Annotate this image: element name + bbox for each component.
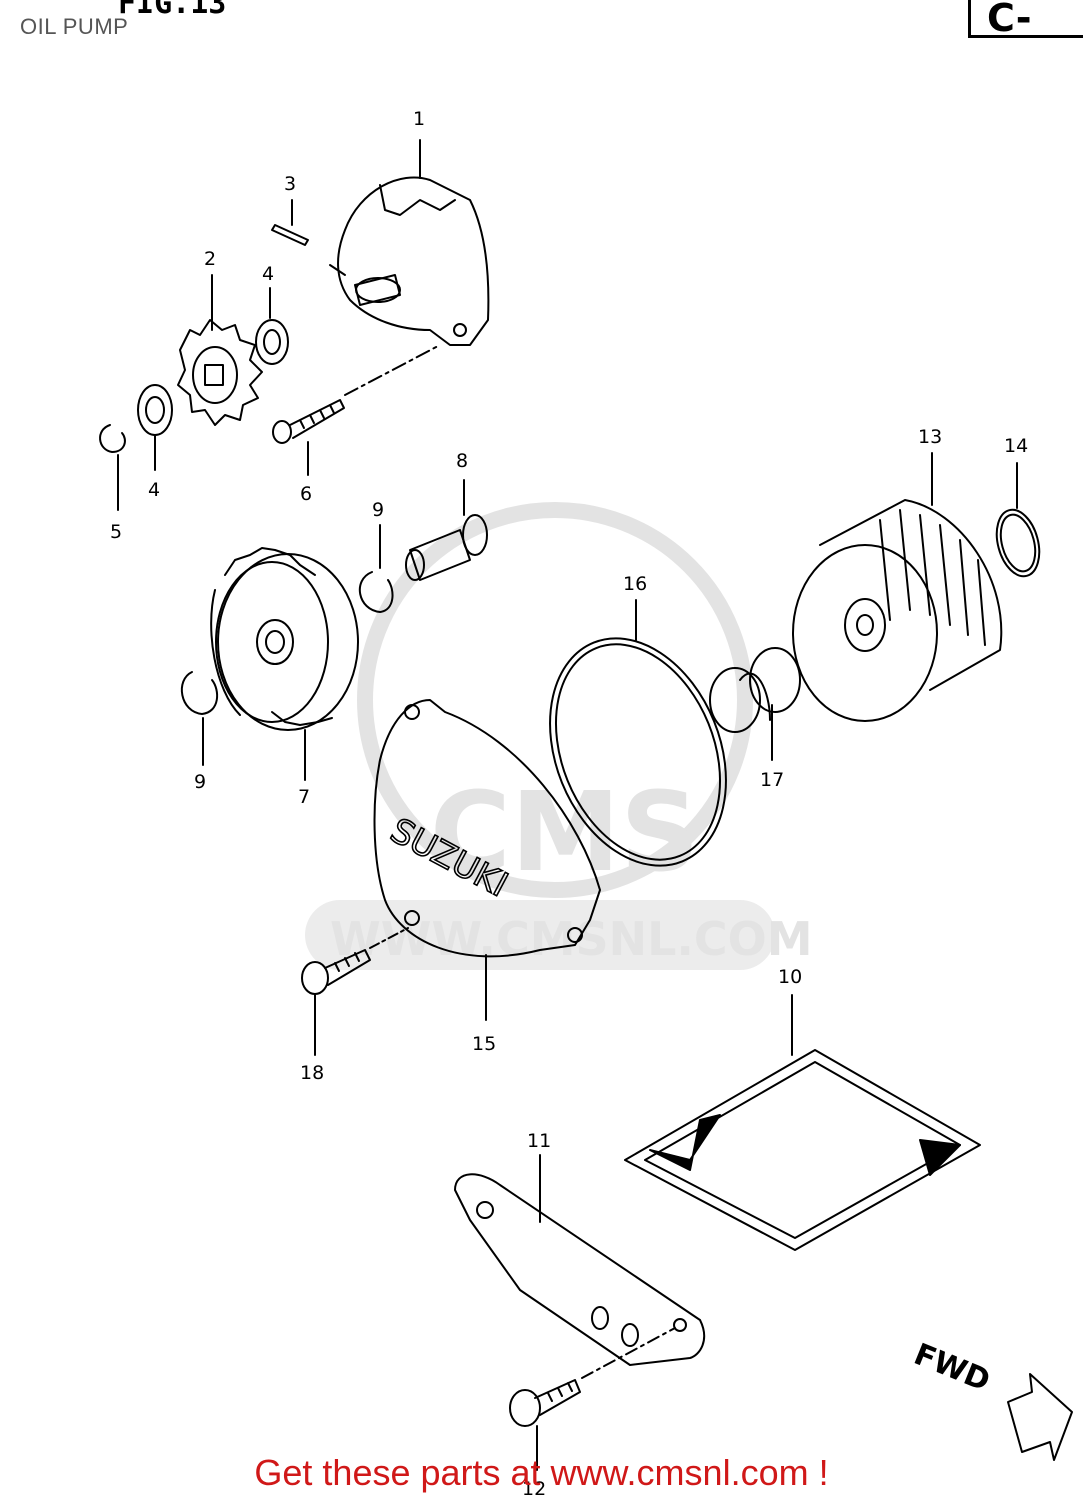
pin: [271, 199, 309, 246]
callout-2: 2: [204, 248, 216, 270]
small-gear: [177, 274, 263, 426]
circlip-lower: [180, 671, 219, 766]
o-ring: [549, 599, 727, 867]
strainer-plate: [454, 1154, 706, 1366]
callout-4-lower: 4: [148, 479, 160, 501]
callout-3: 3: [284, 173, 296, 195]
callout-10: 10: [778, 966, 802, 988]
cover-bolt: [301, 927, 409, 1056]
callout-15: 15: [472, 1033, 496, 1055]
diagram-title: OIL PUMP: [20, 14, 129, 39]
callout-1: 1: [413, 108, 425, 130]
forward-arrow: [1007, 1373, 1073, 1461]
callout-6: 6: [300, 483, 312, 505]
callout-11: 11: [527, 1130, 551, 1152]
callout-18: 18: [300, 1062, 324, 1084]
figure-number: FIG.13: [118, 0, 227, 21]
washer-lower: [137, 384, 173, 471]
callout-8: 8: [456, 450, 468, 472]
callout-5: 5: [110, 521, 122, 543]
callout-12: 12: [522, 1478, 546, 1500]
oil-strainer: [624, 994, 981, 1251]
callout-14: 14: [1004, 435, 1028, 457]
callout-17: 17: [760, 769, 784, 791]
callout-9-upper: 9: [372, 499, 384, 521]
shaft-sleeve: [405, 479, 488, 581]
circlip: [99, 424, 126, 511]
filter-o-ring: [995, 462, 1041, 578]
callout-4-upper: 4: [262, 263, 274, 285]
callout-16: 16: [623, 573, 647, 595]
watermark-url: WWW.CMSNL.COM: [330, 912, 813, 966]
fwd-label: FWD: [909, 1337, 995, 1399]
spring: [709, 647, 801, 761]
section-code: C-: [968, 0, 1083, 38]
pump-body: [329, 139, 490, 346]
circlip-upper: [358, 524, 394, 613]
oil-filter: [792, 452, 1003, 722]
callout-7: 7: [298, 786, 310, 808]
filter-cover: [373, 699, 601, 1021]
get-parts-link[interactable]: Get these parts at www.cmsnl.com !: [254, 1452, 829, 1493]
screw: [272, 344, 441, 476]
large-gear: [210, 547, 359, 781]
plate-bolt: [509, 1327, 676, 1471]
washer-upper: [255, 287, 289, 365]
callout-labels: 1 2 3 4 4 5 6 7 8 9 9 10 11 12 13 14 15 …: [110, 108, 1028, 1500]
callout-9-lower: 9: [194, 771, 206, 793]
callout-13: 13: [918, 426, 942, 448]
cms-watermark: CMS WWW.CMSNL.COM: [305, 502, 813, 970]
